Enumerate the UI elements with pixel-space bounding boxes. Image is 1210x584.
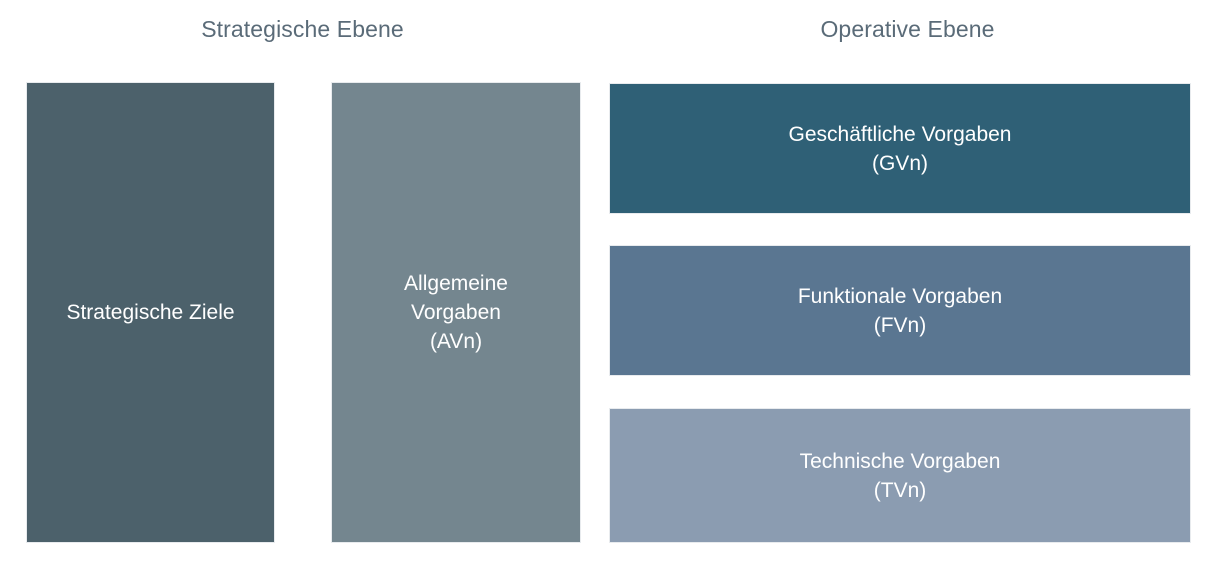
- column-heading-strategic: Strategische Ebene: [201, 16, 404, 42]
- box-allgemeine-vorgaben-label: Allgemeine Vorgaben (AVn): [404, 272, 508, 353]
- box-allgemeine-vorgaben[interactable]: Allgemeine Vorgaben (AVn): [331, 82, 581, 543]
- column-heading-operative: Operative Ebene: [820, 16, 995, 42]
- box-geschaeftliche-vorgaben-label: Geschäftliche Vorgaben (GVn): [788, 122, 1012, 175]
- box-technische-vorgaben[interactable]: Technische Vorgaben (TVn): [609, 408, 1191, 543]
- box-geschaeftliche-vorgaben[interactable]: Geschäftliche Vorgaben (GVn): [609, 83, 1191, 214]
- box-strategische-ziele-label: Strategische Ziele: [66, 301, 235, 324]
- box-strategische-ziele[interactable]: Strategische Ziele: [26, 82, 275, 543]
- box-funktionale-vorgaben-label: Funktionale Vorgaben (FVn): [797, 284, 1003, 337]
- box-funktionale-vorgaben[interactable]: Funktionale Vorgaben (FVn): [609, 245, 1191, 376]
- box-technische-vorgaben-label: Technische Vorgaben (TVn): [799, 449, 1001, 502]
